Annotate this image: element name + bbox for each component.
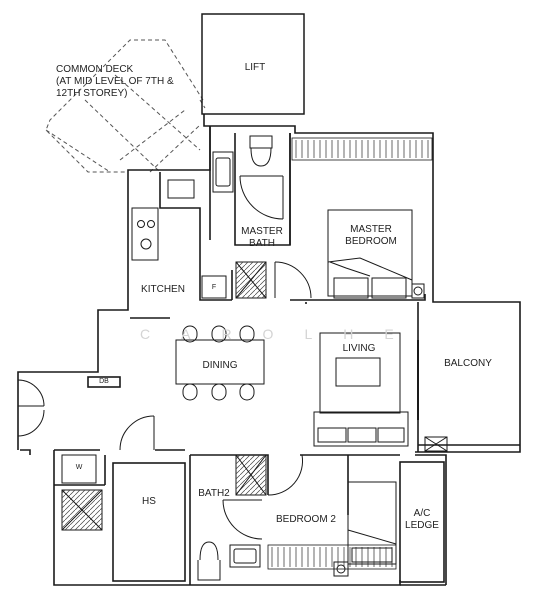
dining-set [175,325,265,401]
master-bath-label: MASTER BATH [238,226,286,250]
bedroom2-bed [333,481,397,577]
master-bath-line-1: MASTER [241,226,283,237]
lift-label: LIFT [244,62,266,73]
master-bedroom-line-2: BEDROOM [345,236,397,247]
fridge-label: F [211,284,217,291]
walls [17,114,521,586]
hs-label: HS [142,496,156,507]
master-bedroom-label: MASTER BEDROOM [336,224,406,248]
db-label: DB [99,378,109,385]
ac-ledge-label: A/C LEDGE [402,508,442,532]
common-deck-label: COMMON DECK (AT MID LEVEL OF 7TH & 12TH … [56,64,174,100]
yard-fixtures [61,454,103,531]
lift-shaft [201,13,305,115]
bath2-fixtures [197,454,267,581]
living-label: LIVING [342,343,376,354]
wardrobes [267,137,433,570]
common-deck-line-2: (AT MID LEVEL OF 7TH & [56,76,174,87]
watermark: CAROLHE [140,326,425,342]
balcony-fixtures [424,436,448,452]
common-deck-line-1: COMMON DECK [56,64,134,75]
master-bed [327,209,425,299]
balcony-label: BALCONY [444,358,492,369]
ac-ledge-line-2: LEDGE [405,520,439,531]
common-deck [45,39,206,173]
master-bath-fixtures [212,135,273,299]
washer-label: W [75,464,83,471]
living-furniture [313,332,409,447]
master-bath-line-2: BATH [249,238,275,249]
doors [17,175,419,540]
common-deck-line-3: 12TH STOREY) [56,88,128,99]
dining-label: DINING [202,360,238,371]
kitchen-fixtures [131,179,227,299]
kitchen-label: KITCHEN [141,284,185,295]
bath2-label: BATH2 [198,488,230,499]
bedroom2-label: BEDROOM 2 [275,514,336,525]
ac-ledge-line-1: A/C [413,508,431,519]
master-bedroom-line-1: MASTER [350,224,392,235]
